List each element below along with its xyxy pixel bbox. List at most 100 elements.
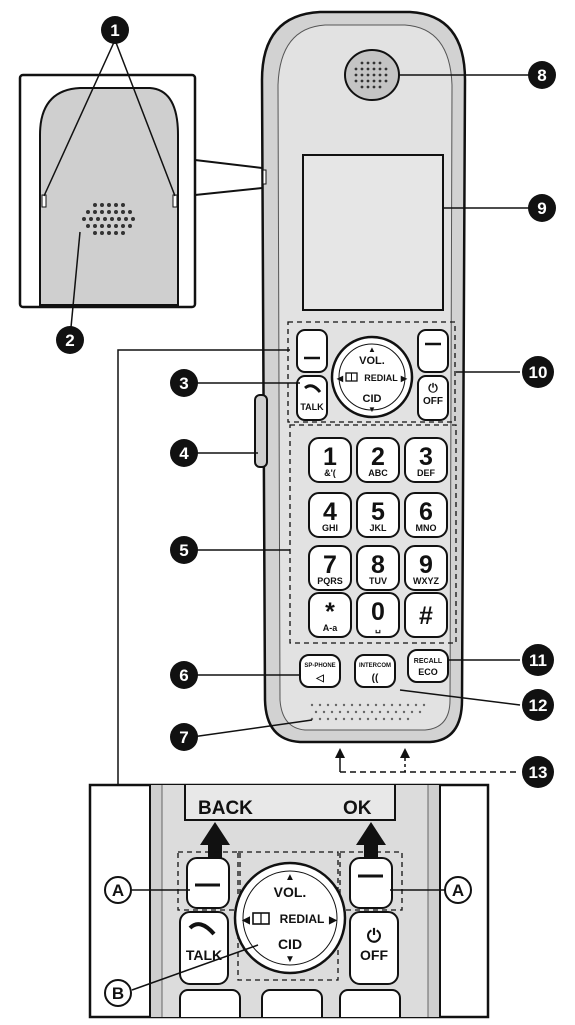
talk-label: TALK [300, 402, 324, 412]
keypad-key-digit: 0 [371, 598, 385, 626]
keypad-key[interactable]: *A-a [308, 592, 352, 638]
svg-text:1: 1 [110, 21, 119, 40]
keypad-key-letters: WXYZ [413, 576, 440, 586]
keypad-key[interactable]: 1&'( [308, 437, 352, 483]
arrow-left-icon: ◀ [336, 374, 344, 383]
keypad-key-digit: 9 [419, 551, 433, 579]
arrow-up-icon: ▲ [368, 345, 376, 354]
letter-a-right: A [444, 876, 472, 904]
inset-navigator-key[interactable]: ▲ VOL. ◀ REDIAL ▶ CID ▼ [233, 861, 347, 975]
keypad-key-digit: 8 [371, 551, 385, 579]
keypad-key-letters: JKL [369, 523, 387, 533]
keypad-key-letters: &'( [324, 468, 336, 478]
callout-7: 7 [170, 723, 198, 751]
inset-cid-label: CID [278, 936, 302, 952]
inset-arrow-down-icon: ▼ [285, 954, 295, 965]
letter-a-left: A [104, 876, 132, 904]
svg-text:10: 10 [529, 363, 548, 382]
svg-text:5: 5 [179, 541, 188, 560]
zoom-inset: BACK OK TALK ⏻ OFF ▲ [88, 783, 490, 1019]
keypad-key-letters: ␣ [375, 623, 381, 634]
navigator-key[interactable]: ▲ VOL. ◀ REDIAL ▶ CID ▼ [330, 335, 414, 419]
ok-label: OK [343, 798, 372, 819]
inset-arrow-up-icon: ▲ [285, 872, 295, 883]
keypad-key-digit: 2 [371, 443, 385, 471]
keypad-key-letters: TUV [369, 576, 387, 586]
receiver-speaker [344, 49, 400, 101]
svg-text:8: 8 [537, 66, 546, 85]
inset-vol-label: VOL. [274, 884, 307, 900]
nav-up-label: VOL. [359, 355, 385, 367]
svg-text:11: 11 [529, 651, 547, 670]
recall-label: RECALL [414, 658, 443, 665]
recall-eco-button[interactable]: RECALL ECO [407, 649, 449, 683]
charge-contact-arrows [335, 748, 520, 773]
svg-text:3: 3 [179, 374, 188, 393]
inset-power-icon: ⏻ [367, 926, 382, 946]
inset-left-soft-key[interactable] [186, 857, 230, 909]
keypad-key[interactable]: 0␣ [356, 592, 400, 638]
intercom-icon: (( [372, 673, 379, 684]
keypad-key-letters: MNO [416, 523, 437, 533]
sp-phone-button[interactable]: SP-PHONE ◁ [299, 654, 341, 688]
keypad-key-digit: 3 [419, 443, 433, 471]
keypad-key-letters: GHI [322, 523, 338, 533]
side-detail-inset [18, 73, 263, 309]
keypad-key[interactable]: # [404, 592, 448, 638]
inset-talk-button[interactable]: TALK [179, 911, 229, 985]
callout-8: 8 [528, 61, 556, 89]
inset-off-button[interactable]: ⏻ OFF [349, 911, 399, 985]
left-soft-key[interactable] [296, 329, 328, 373]
callout-2: 2 [56, 326, 84, 354]
leader-lines [43, 39, 530, 790]
talk-button[interactable]: TALK [296, 375, 328, 421]
keypad-key-digit: 5 [371, 498, 385, 526]
callout-4: 4 [170, 439, 198, 467]
nav-right-label: REDIAL [364, 373, 398, 383]
keypad-key-digit: 1 [323, 443, 337, 471]
sp-phone-label: SP-PHONE [304, 663, 335, 669]
soft-key-area-outline [287, 321, 456, 423]
off-button[interactable]: ⏻ OFF [417, 375, 449, 421]
svg-text:4: 4 [179, 444, 189, 463]
inset-right-soft-key[interactable] [349, 857, 393, 909]
arrow-right-icon: ▶ [400, 374, 408, 383]
svg-text:6: 6 [179, 666, 188, 685]
intercom-label: INTERCOM [359, 663, 391, 669]
keypad-key-digit: * [325, 598, 335, 626]
intercom-button[interactable]: INTERCOM (( [354, 654, 396, 688]
nav-down-label: CID [363, 393, 382, 405]
keypad-key-letters: ABC [368, 468, 388, 478]
svg-text:2: 2 [65, 331, 74, 350]
right-soft-key[interactable] [417, 329, 449, 373]
letter-b: B [104, 979, 132, 1007]
callout-12: 12 [522, 689, 554, 721]
display-screen [302, 154, 444, 311]
arrow-down-icon: ▼ [368, 405, 376, 414]
keypad-key-digit: # [419, 602, 433, 630]
keypad-key-digit: 7 [323, 551, 337, 579]
inset-talk-label: TALK [186, 947, 222, 963]
eco-label: ECO [418, 667, 438, 677]
power-icon: ⏻ [428, 381, 438, 395]
back-label: BACK [198, 798, 253, 819]
svg-text:13: 13 [529, 763, 548, 782]
speaker-icon: ◁ [315, 673, 324, 684]
svg-text:9: 9 [537, 199, 546, 218]
inset-arrow-left-icon: ◀ [241, 915, 250, 926]
dial-keypad: 1&'(2ABC3DEF4GHI5JKL6MNO7PQRS8TUV9WXYZ*A… [308, 437, 448, 638]
callout-1: 1 [101, 16, 129, 44]
keypad-key-letters: DEF [417, 468, 436, 478]
inset-arrow-right-icon: ▶ [328, 915, 338, 926]
keypad-outline [289, 424, 457, 644]
inset-off-label: OFF [360, 947, 388, 963]
